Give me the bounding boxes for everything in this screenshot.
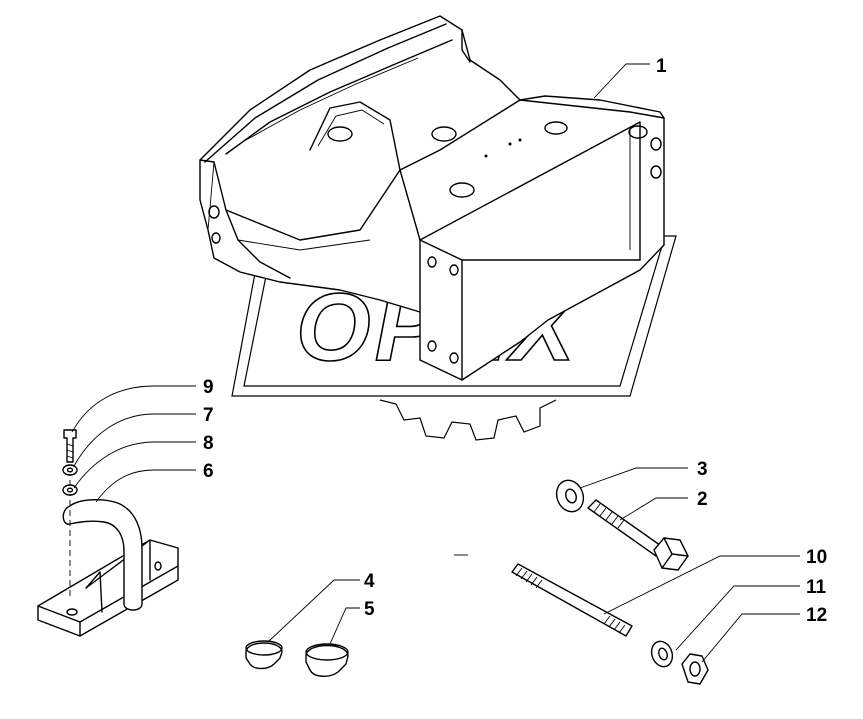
callout-labels: 1 9 7 8 6 3 2 10 11 12 4 5: [203, 56, 827, 626]
callout-5: 5: [364, 599, 375, 620]
housing-hole: [427, 340, 437, 352]
part-2-hex-bolt: [587, 499, 689, 571]
housing-hole: [427, 256, 437, 268]
callout-12: 12: [806, 605, 827, 626]
housing-hole: [208, 205, 220, 219]
callout-6: 6: [203, 461, 214, 482]
part-10-threaded-stud: [511, 563, 633, 637]
part-6-tow-hook: [37, 429, 179, 637]
callout-2: 2: [697, 489, 708, 510]
housing-hole: [650, 137, 662, 151]
housing-hole: [449, 264, 459, 276]
housing-hole: [544, 121, 568, 135]
housing-top-surface: [199, 15, 665, 381]
housing-hole: [431, 126, 457, 142]
part-9-bolt: [63, 429, 77, 463]
part-11-washer: [650, 640, 674, 668]
callout-1: 1: [656, 56, 667, 77]
housing-hole: [628, 125, 648, 139]
part-1-weight-housing: [199, 15, 665, 381]
housing-hole: [211, 232, 221, 244]
housing-hole: [449, 352, 459, 364]
callout-4: 4: [364, 571, 375, 592]
callout-7: 7: [203, 405, 214, 426]
part-3-washer: [555, 479, 585, 513]
callout-3: 3: [697, 459, 708, 480]
hook-base-plate: [37, 539, 179, 637]
housing-hole: [650, 165, 662, 179]
callout-9: 9: [203, 377, 214, 398]
leader-lines: [71, 63, 800, 663]
part-12-hex-nut: [681, 653, 709, 685]
part-7-washer: [62, 464, 78, 476]
housing-hole: [449, 182, 475, 198]
part-5-plug-cap: [305, 643, 349, 677]
callout-11: 11: [806, 577, 827, 598]
housing-hole: [327, 126, 353, 142]
callout-10: 10: [806, 547, 827, 568]
part-8-washer: [62, 484, 78, 496]
callout-8: 8: [203, 433, 214, 454]
part-4-plug-cap: [245, 640, 283, 670]
